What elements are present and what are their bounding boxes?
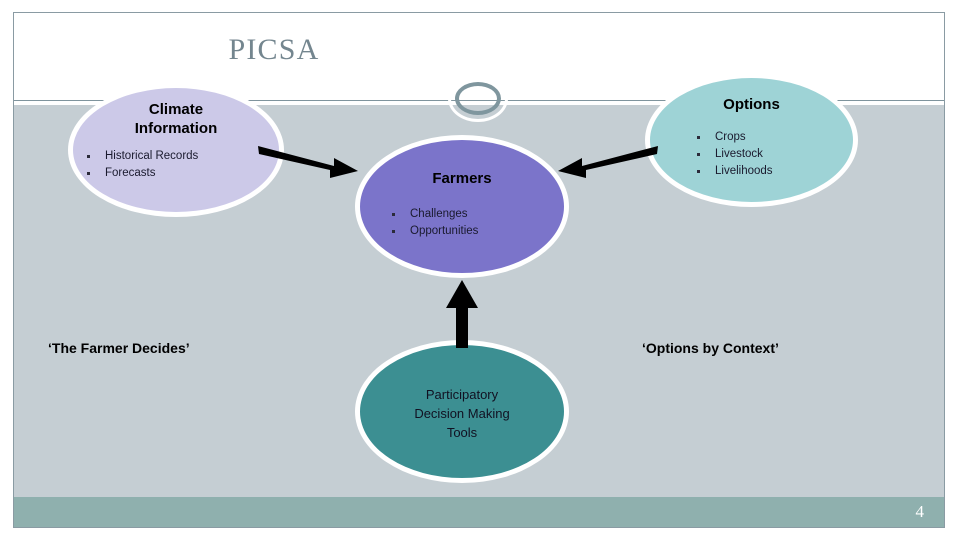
node-farmers-bullets: Challenges Opportunities xyxy=(386,206,564,240)
list-item: Livestock xyxy=(691,146,853,163)
footer-bar: 4 xyxy=(14,497,944,527)
node-tools-line3: Tools xyxy=(446,425,478,440)
node-climate-heading: Climate Information xyxy=(73,100,279,138)
node-climate-information[interactable]: Climate Information Historical Records F… xyxy=(68,83,284,217)
node-options[interactable]: Options Crops Livestock Livelihoods xyxy=(645,73,858,207)
list-item: Livelihoods xyxy=(691,163,853,180)
node-climate-heading-line1: Climate xyxy=(148,101,204,118)
node-climate-heading-line2: Information xyxy=(134,120,218,137)
arrow-climate-to-farmers-icon xyxy=(258,146,358,178)
node-farmers-heading: Farmers xyxy=(432,170,492,187)
list-item: Forecasts xyxy=(81,165,279,182)
ring-halo xyxy=(448,75,508,122)
node-options-heading: Options xyxy=(723,96,780,113)
list-item: Challenges xyxy=(386,206,564,223)
node-tools-text: Participatory Decision Making Tools xyxy=(360,385,564,442)
list-item: Opportunities xyxy=(386,223,564,240)
decorative-circle-icon xyxy=(452,79,504,118)
caption-the-farmer-decides: ‘The Farmer Decides’ xyxy=(48,340,190,356)
arrow-tools-to-farmers-icon xyxy=(446,280,478,348)
caption-options-by-context: ‘Options by Context’ xyxy=(642,340,779,356)
node-options-bullets: Crops Livestock Livelihoods xyxy=(691,129,853,180)
list-item: Historical Records xyxy=(81,148,279,165)
node-participatory-decision-making-tools[interactable]: Participatory Decision Making Tools xyxy=(355,340,569,483)
node-tools-line1: Participatory xyxy=(425,387,499,402)
arrow-options-to-farmers-icon xyxy=(558,146,658,178)
node-tools-line2: Decision Making xyxy=(414,406,510,421)
page-number: 4 xyxy=(915,502,925,521)
node-climate-bullets: Historical Records Forecasts xyxy=(81,148,279,182)
node-farmers[interactable]: Farmers Challenges Opportunities xyxy=(355,135,569,278)
page-title: PICSA xyxy=(228,33,320,66)
list-item: Crops xyxy=(691,129,853,146)
